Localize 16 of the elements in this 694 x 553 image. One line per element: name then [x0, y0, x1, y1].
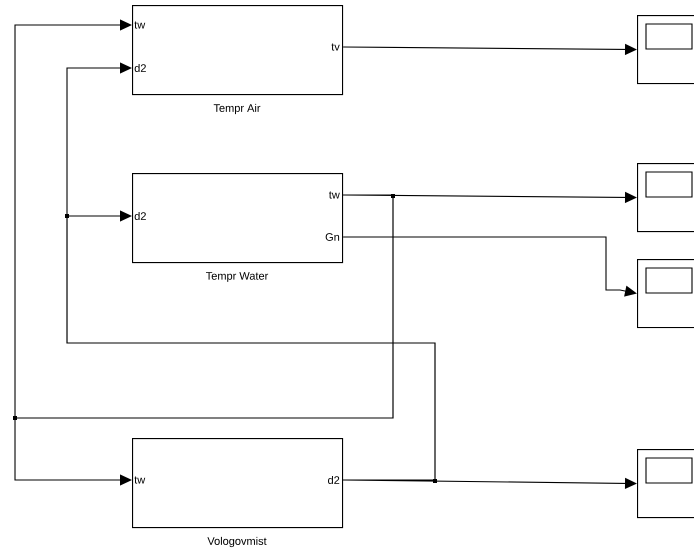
- port-label: tv: [331, 43, 340, 51]
- port-label: Gn: [326, 233, 340, 241]
- block-name: Tempr Air: [214, 104, 260, 114]
- port-label: d2: [134, 64, 146, 72]
- block-name: Tempr Water: [206, 272, 268, 282]
- signal-line: [66, 210, 436, 481]
- block-name: Vologovmist: [207, 536, 267, 548]
- port-label: d2: [134, 212, 146, 220]
- port-label: d2: [328, 476, 340, 484]
- port-label: tw: [134, 21, 146, 29]
- scope-icon: [637, 259, 694, 328]
- scope-icon: [637, 15, 694, 84]
- scope-icon: [637, 449, 694, 518]
- port-label: tw: [134, 476, 146, 484]
- port-label: tw: [328, 191, 340, 199]
- scope-icon: [637, 163, 694, 232]
